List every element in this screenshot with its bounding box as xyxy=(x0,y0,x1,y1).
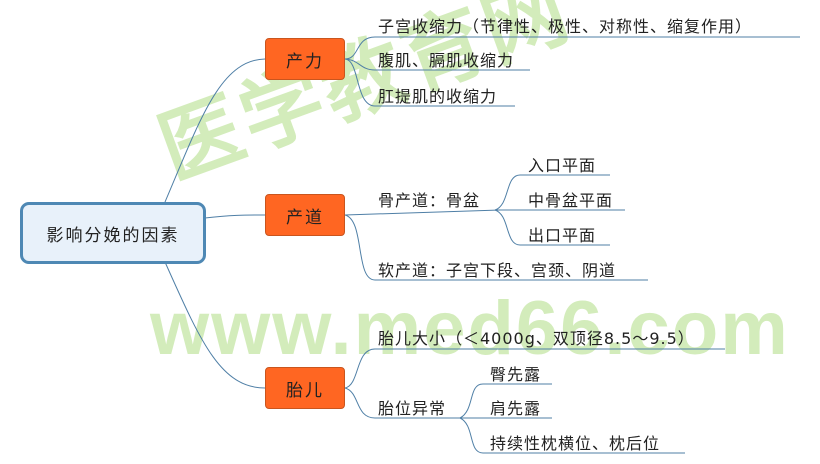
leaf-bony-canal: 骨产道：骨盆 xyxy=(378,191,481,210)
leaf-inlet-plane: 入口平面 xyxy=(528,156,597,175)
node-chandao: 产道 xyxy=(265,194,345,236)
node-chanli: 产力 xyxy=(265,38,345,80)
node-taier: 胎儿 xyxy=(265,367,345,409)
leaf-breech: 臀先露 xyxy=(490,365,542,384)
leaf-occiput-position: 持续性枕横位、枕后位 xyxy=(490,434,661,453)
leaf-levator-ani: 肛提肌的收缩力 xyxy=(378,87,498,106)
leaf-fetal-size: 胎儿大小（＜4000g、双顶径8.5～9.5） xyxy=(378,329,695,348)
leaf-shoulder: 肩先露 xyxy=(490,399,542,418)
leaf-uterine-contraction: 子宫收缩力（节律性、极性、对称性、缩复作用） xyxy=(378,17,753,36)
root-node: 影响分娩的因素 xyxy=(20,202,206,264)
leaf-midpelvis-plane: 中骨盆平面 xyxy=(528,191,614,210)
leaf-abnormal-position: 胎位异常 xyxy=(378,399,447,418)
leaf-outlet-plane: 出口平面 xyxy=(528,226,597,245)
leaf-soft-canal: 软产道：子宫下段、宫颈、阴道 xyxy=(378,261,617,280)
leaf-abdominal-muscle: 腹肌、膈肌收缩力 xyxy=(378,51,515,70)
